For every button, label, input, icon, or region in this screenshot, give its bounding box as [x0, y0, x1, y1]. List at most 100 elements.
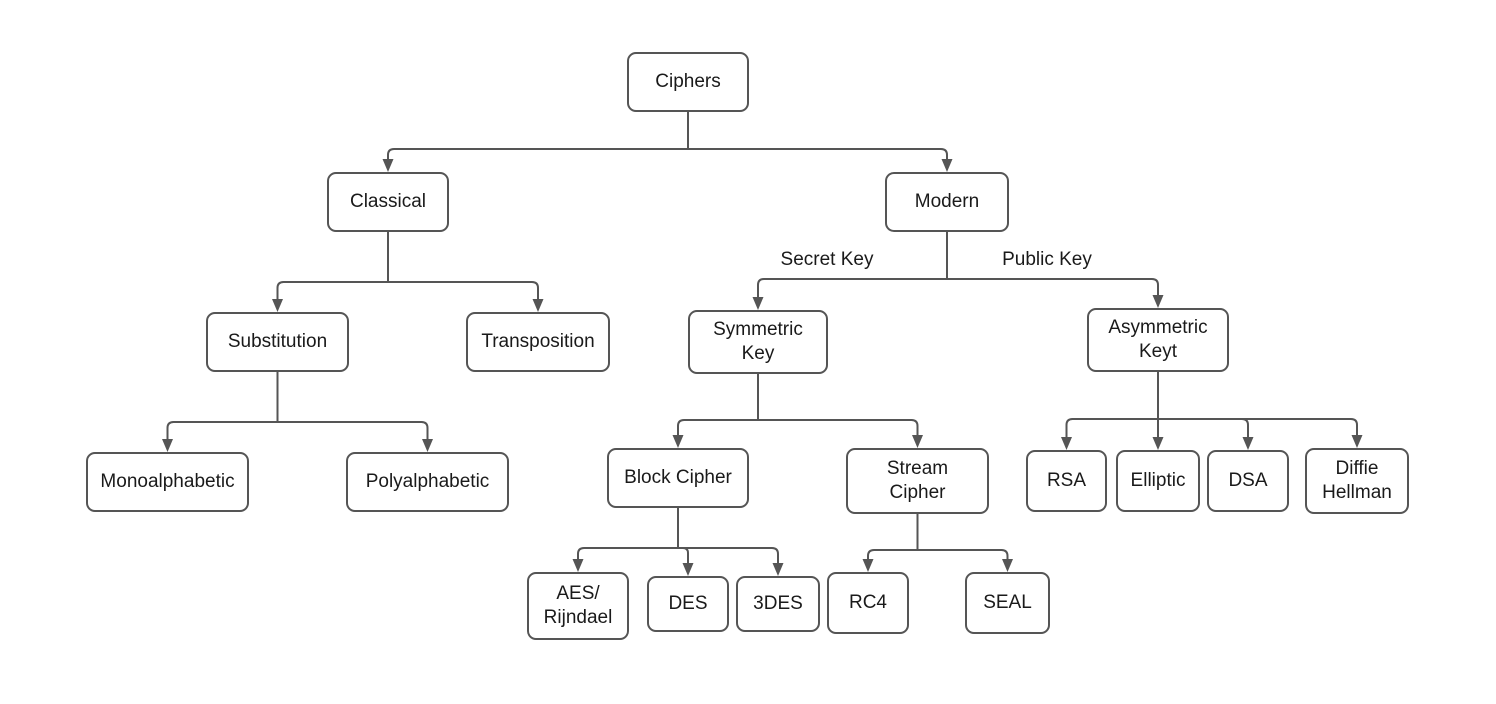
node-box-block_cipher [607, 448, 749, 508]
edge-asymmetric-to-dsa [1158, 418, 1249, 437]
edge-label-group-0: Secret Key [775, 248, 879, 272]
node-label-ciphers: Ciphers [655, 71, 720, 92]
arrowhead-transposition [532, 299, 544, 312]
node-label-classical: Classical [350, 191, 426, 212]
arrowhead-diffie [1351, 435, 1363, 448]
node-box-substitution [206, 312, 349, 372]
arrowhead-monoalphabetic [162, 439, 173, 452]
node-label-block_cipher: Block Cipher [624, 467, 732, 488]
edge-label-backdrop [775, 248, 879, 272]
node-label-asymmetric: Keyt [1139, 341, 1178, 362]
edge-block_cipher-to-3des [678, 547, 779, 563]
node-box-classical [327, 172, 449, 232]
edge-classical-to-transposition [388, 281, 539, 299]
node-box-aes [527, 572, 629, 640]
node-label-symmetric: Symmetric [713, 319, 803, 340]
arrowhead-block_cipher [672, 435, 684, 448]
arrowhead-polyalphabetic [422, 439, 433, 452]
node-polyalphabetic[interactable]: Polyalphabetic [346, 452, 509, 512]
node-label-modern: Modern [915, 191, 979, 212]
edges-layer [162, 111, 1363, 576]
arrowhead-asymmetric [1152, 295, 1164, 308]
node-box-elliptic [1116, 450, 1200, 512]
node-label-transposition: Transposition [481, 331, 594, 352]
edge-label-group-1: Public Key [995, 248, 1099, 272]
node-monoalphabetic[interactable]: Monoalphabetic [86, 452, 249, 512]
node-label-dsa: DSA [1228, 470, 1267, 491]
node-label-monoalphabetic: Monoalphabetic [100, 471, 234, 492]
node-label-stream_cipher: Stream [887, 458, 948, 479]
arrowhead-modern [941, 159, 953, 172]
node-rsa[interactable]: RSA [1026, 450, 1107, 512]
node-box-seal [965, 572, 1050, 634]
node-box-modern [885, 172, 1009, 232]
node-label-substitution: Substitution [228, 331, 327, 352]
edge-modern-to-asymmetric [947, 278, 1159, 295]
edge-classical-to-substitution [276, 281, 388, 299]
edge-substitution-to-monoalphabetic [166, 421, 278, 439]
node-label-des: DES [668, 593, 707, 614]
node-box-polyalphabetic [346, 452, 509, 512]
edge-asymmetric-to-rsa [1065, 418, 1158, 437]
node-modern[interactable]: Modern [885, 172, 1009, 232]
arrowhead-substitution [272, 299, 283, 312]
node-box-3des [736, 576, 820, 632]
node-box-rc4 [827, 572, 909, 634]
node-rc4[interactable]: RC4 [827, 572, 909, 634]
node-box-stream_cipher [846, 448, 989, 514]
node-box-rsa [1026, 450, 1107, 512]
node-label-elliptic: Elliptic [1131, 470, 1186, 491]
arrowhead-symmetric [752, 297, 764, 310]
node-classical[interactable]: Classical [327, 172, 449, 232]
node-label-rsa: RSA [1047, 470, 1086, 491]
node-des[interactable]: DES [647, 576, 729, 632]
arrowhead-elliptic [1152, 437, 1164, 450]
node-label-symmetric: Key [742, 343, 775, 364]
edge-label-backdrop [995, 248, 1099, 272]
edge-ciphers-to-modern [688, 148, 948, 159]
node-elliptic[interactable]: Elliptic [1116, 450, 1200, 512]
node-dsa[interactable]: DSA [1207, 450, 1289, 512]
edge-stream_cipher-to-seal [917, 549, 1009, 559]
arrowhead-stream_cipher [912, 435, 923, 448]
arrowhead-3des [772, 563, 784, 576]
edge-labels-layer: Secret Key Public Key [775, 248, 1099, 272]
edge-ciphers-to-classical [387, 148, 688, 159]
edge-symmetric-to-block_cipher [677, 419, 758, 435]
node-label-stream_cipher: Cipher [890, 482, 947, 503]
node-aes[interactable]: AES/Rijndael [527, 572, 629, 640]
node-box-ciphers [627, 52, 749, 112]
node-box-dsa [1207, 450, 1289, 512]
node-box-symmetric [688, 310, 828, 374]
node-box-transposition [466, 312, 610, 372]
edge-asymmetric-to-diffie [1158, 418, 1358, 435]
node-substitution[interactable]: Substitution [206, 312, 349, 372]
node-label-aes: Rijndael [544, 607, 613, 628]
arrowhead-rsa [1061, 437, 1072, 450]
node-seal[interactable]: SEAL [965, 572, 1050, 634]
node-3des[interactable]: 3DES [736, 576, 820, 632]
node-label-rc4: RC4 [849, 592, 887, 613]
node-transposition[interactable]: Transposition [466, 312, 610, 372]
arrowhead-des [682, 563, 694, 576]
node-label-diffie: Diffie [1336, 458, 1379, 479]
node-box-asymmetric [1087, 308, 1229, 372]
node-block_cipher[interactable]: Block Cipher [607, 448, 749, 508]
node-ciphers[interactable]: Ciphers [627, 52, 749, 112]
edge-block_cipher-to-des [678, 547, 689, 563]
arrowhead-rc4 [862, 559, 874, 572]
edge-substitution-to-polyalphabetic [277, 421, 429, 439]
node-box-diffie [1305, 448, 1409, 514]
node-label-polyalphabetic: Polyalphabetic [366, 471, 490, 492]
node-label-asymmetric: Asymmetric [1108, 317, 1207, 338]
arrowhead-dsa [1242, 437, 1254, 450]
edge-symmetric-to-stream_cipher [758, 419, 919, 435]
edge-label-text: Secret Key [781, 249, 874, 270]
